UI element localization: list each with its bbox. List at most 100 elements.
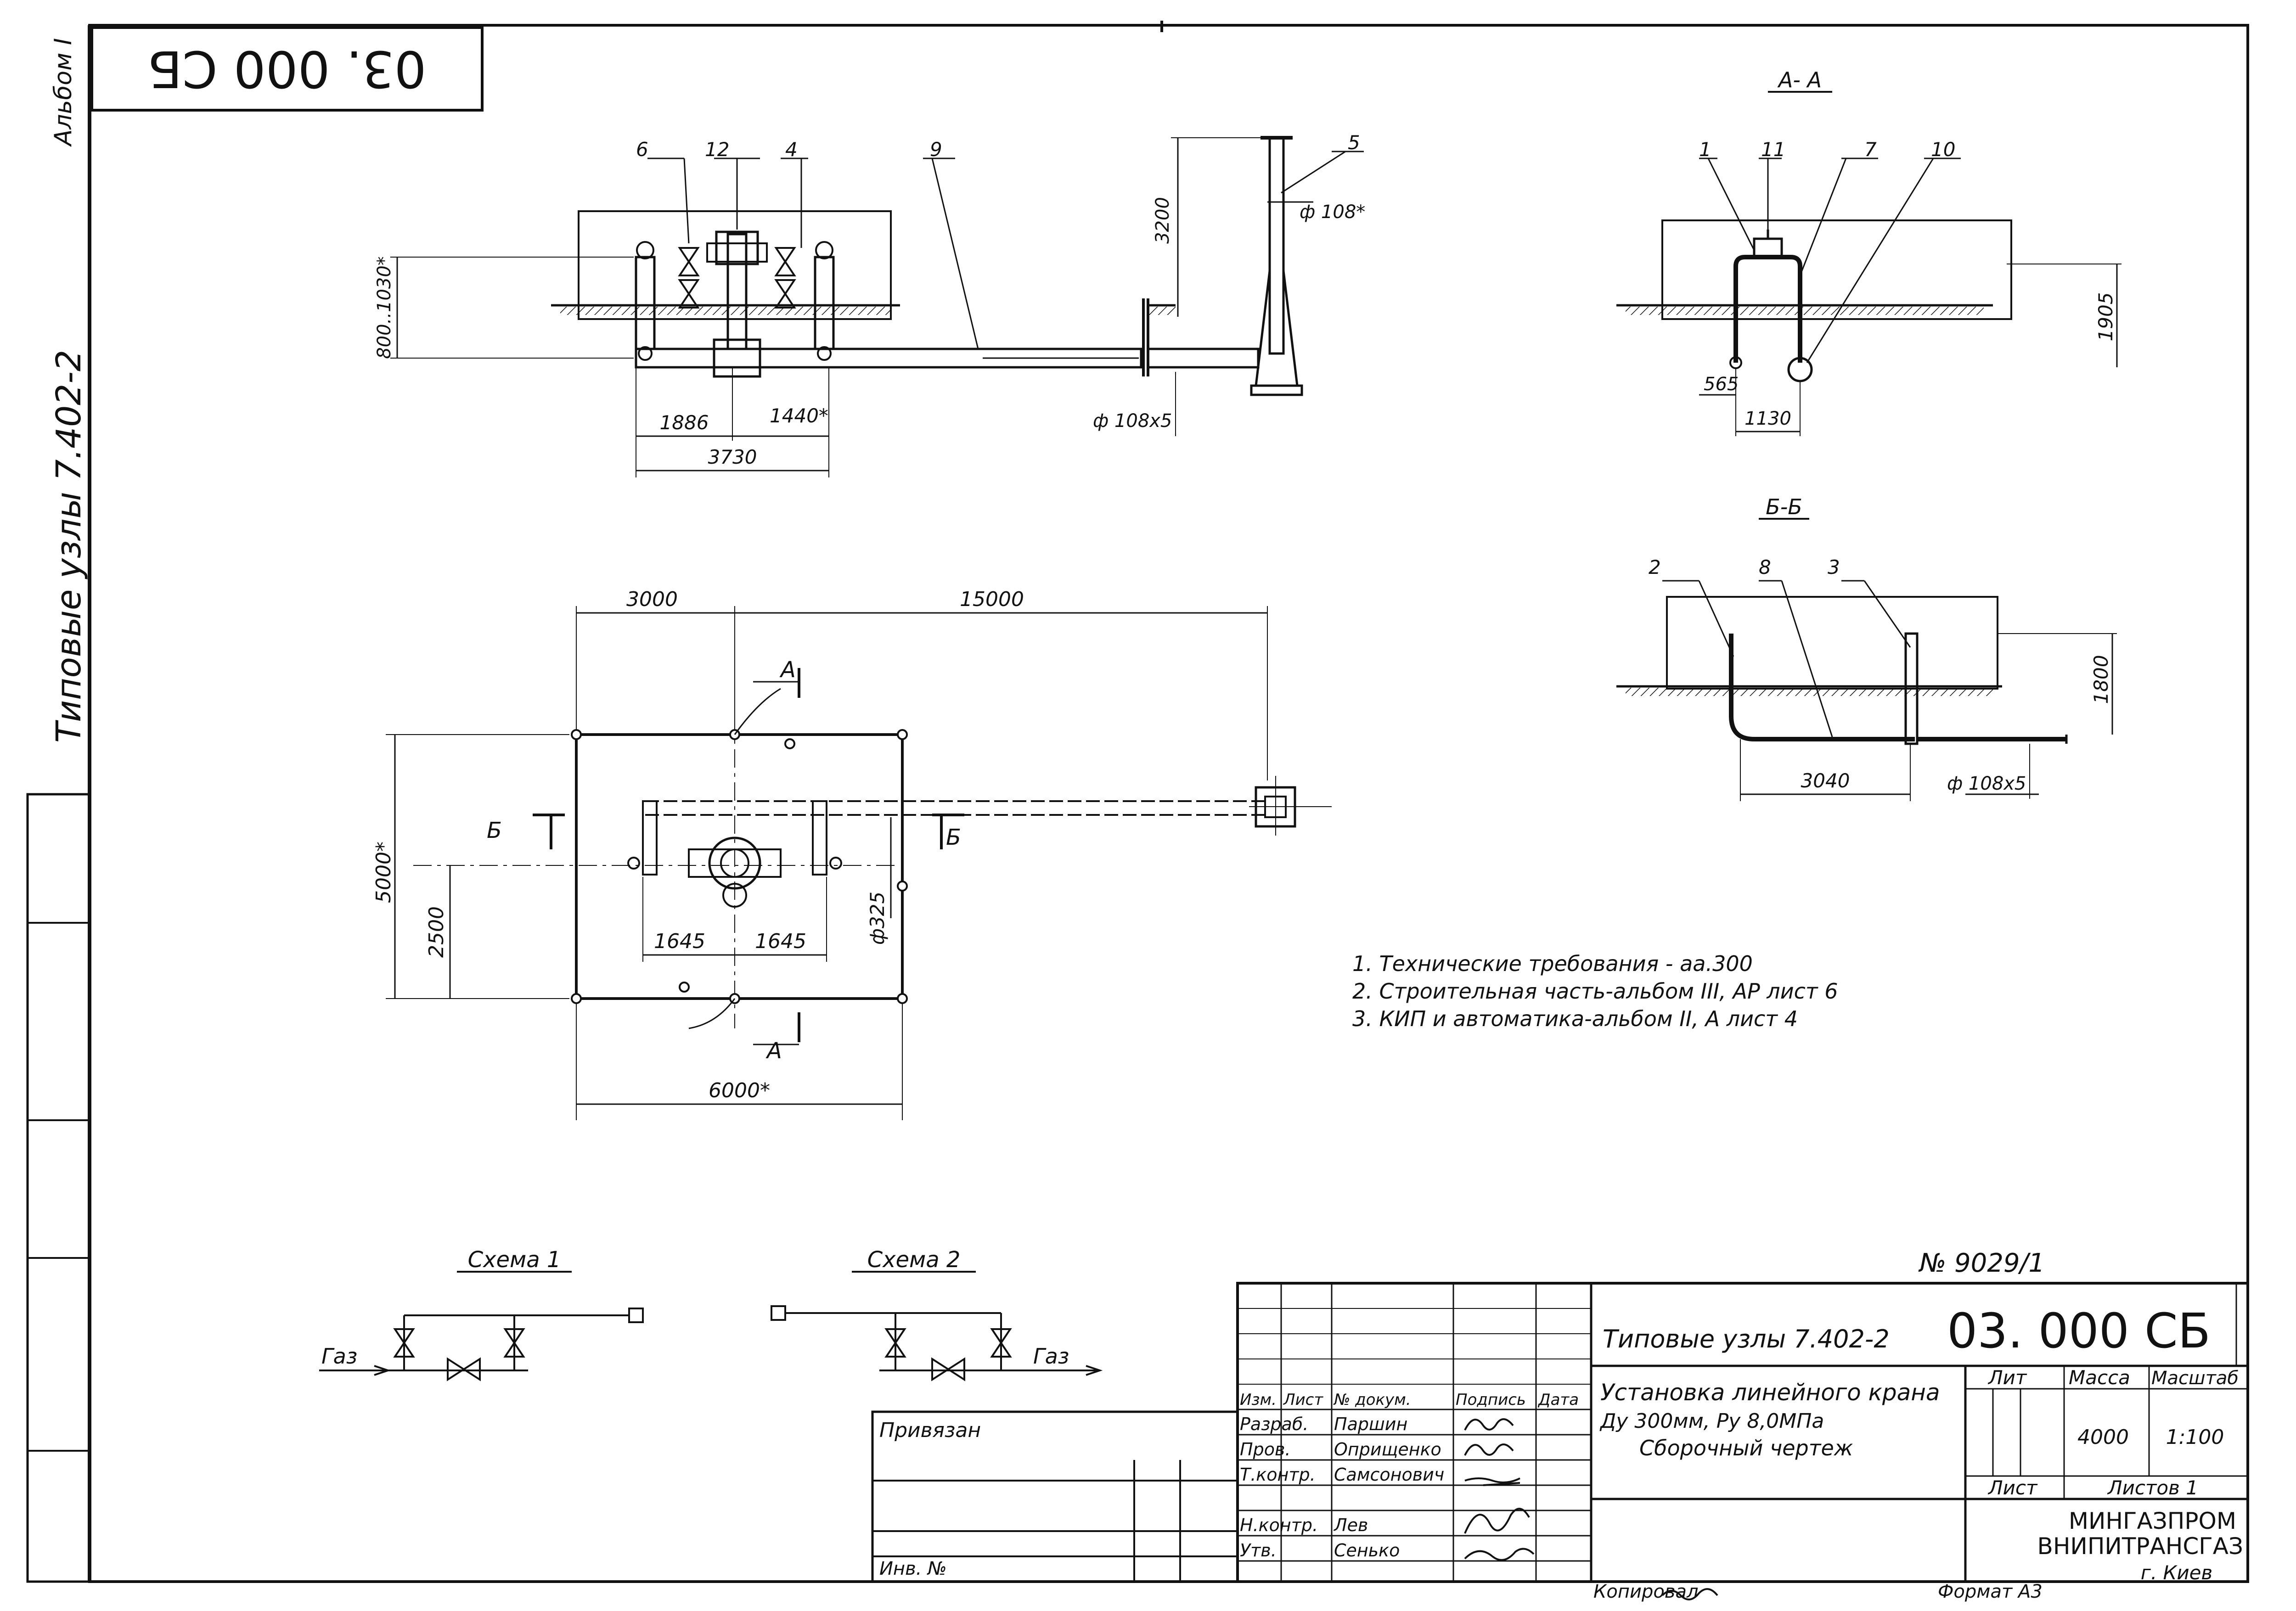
section-mark-b-left: Б [487, 818, 502, 843]
callout-12: 12 [705, 138, 729, 161]
tb-role-6: Утв. [1240, 1540, 1277, 1560]
scheme-1-labels: Схема 1 Газ [321, 1247, 561, 1369]
title-block-text: Типовые узлы 7.402-2 03. 000 СБ Установк… [879, 1303, 2243, 1602]
section-a-a-labels: А- А 1 11 7 10 1905 565 1130 [1699, 67, 2117, 429]
dim-depth: 800..1030* [374, 256, 395, 359]
tb-mass-label: Масса [2069, 1366, 2130, 1389]
dim-1645-left: 1645 [654, 930, 705, 953]
front-view-labels: 6 12 4 9 5 800..1030* 1886 1440* 3730 32… [374, 131, 1365, 468]
callout-7: 7 [1864, 138, 1877, 161]
plan-view-labels: 3000 15000 5000* 2500 1645 1645 ф325 600… [372, 588, 1024, 1102]
dim-phi108x5-bb: ф 108х5 [1947, 773, 2026, 794]
dim-phi325: ф325 [866, 892, 889, 945]
section-a-a-title: А- А [1777, 67, 1822, 92]
tb-privyazan: Привязан [879, 1419, 981, 1442]
tb-series: Типовые узлы 7.402-2 [1603, 1325, 1890, 1353]
tb-org-2: ВНИПИТРАНСГАЗ [2037, 1533, 2243, 1560]
scheme-1-gas: Газ [321, 1344, 357, 1369]
tb-name-row-6: Сенько [1334, 1540, 1400, 1560]
section-b-b-title: Б-Б [1766, 494, 1802, 519]
tb-h-ndoc: № докум. [1333, 1391, 1411, 1409]
dim-phi108x5: ф 108х5 [1093, 410, 1172, 432]
plan-view [386, 606, 1332, 1120]
callout-4: 4 [785, 138, 798, 161]
dim-1800: 1800 [2090, 655, 2112, 704]
callout-3: 3 [1828, 556, 1840, 578]
tb-copied: Копировал [1593, 1581, 1699, 1602]
dim-3040: 3040 [1801, 769, 1850, 792]
dim-1905: 1905 [2094, 292, 2117, 342]
scheme-1-title: Схема 1 [468, 1247, 561, 1273]
section-b-b-labels: Б-Б 2 8 3 1800 3040 ф 108х5 [1649, 494, 2112, 794]
dim-3000: 3000 [626, 588, 678, 611]
note-3: 3. КИП и автоматика-альбом II, А лист 4 [1352, 1006, 1798, 1031]
dim-565: 565 [1704, 374, 1739, 395]
tb-scale: 1:100 [2166, 1426, 2224, 1449]
section-a-a [1616, 91, 2122, 436]
section-mark-a-top: А [779, 657, 796, 683]
dim-1130: 1130 [1745, 408, 1791, 429]
tb-format: Формат А3 [1938, 1581, 2043, 1602]
section-b-b [1616, 518, 2117, 801]
title-block-grid [871, 1282, 2249, 1583]
tb-h-izm: Изм. [1240, 1391, 1277, 1409]
dim-1440: 1440* [770, 404, 828, 427]
section-mark-a-bottom: А [765, 1038, 782, 1064]
callout-11: 11 [1761, 138, 1785, 161]
scheme-2-gas: Газ [1033, 1344, 1069, 1369]
dim-3200: 3200 [1152, 197, 1173, 244]
tb-org-3: г. Киев [2141, 1561, 2212, 1584]
tb-sheets-label: Листов 1 [2107, 1476, 2198, 1499]
dim-1645-right: 1645 [755, 930, 806, 953]
dim-5000: 5000* [372, 842, 395, 903]
note-1: 1. Технические требования - аа.300 [1352, 951, 1753, 976]
tb-name-3: Сборочный чертеж [1639, 1436, 1853, 1460]
album-label: Альбом I [50, 38, 77, 147]
tb-role-2: Пров. [1240, 1439, 1290, 1459]
callout-1: 1 [1699, 138, 1711, 161]
tb-name-row-3: Самсонович [1334, 1465, 1444, 1485]
dim-15000: 15000 [960, 588, 1024, 611]
front-view [390, 136, 1364, 477]
tb-scale-label: Масштаб [2151, 1368, 2239, 1389]
tb-h-data: Дата [1537, 1391, 1579, 1409]
dim-6000: 6000* [709, 1079, 770, 1102]
scheme-2 [771, 1271, 1103, 1381]
dim-3730: 3730 [708, 446, 757, 468]
tb-sheet-label: Лист [1987, 1476, 2038, 1499]
note-2: 2. Строительная часть-альбом III, АР лис… [1352, 979, 1838, 1004]
sheet-code-rotated: 03. 000 СБ [147, 39, 426, 98]
scheme-1 [319, 1271, 644, 1381]
tb-role-3: Т.контр. [1240, 1465, 1316, 1485]
tb-name-row-1: Паршин [1334, 1414, 1407, 1434]
notes: 1. Технические требования - аа.300 2. Ст… [1352, 951, 1838, 1031]
callout-2: 2 [1649, 556, 1661, 578]
signatures [1464, 1418, 1718, 1600]
tb-role-1: Разраб. [1240, 1414, 1308, 1434]
tb-h-list: Лист [1283, 1391, 1323, 1409]
section-mark-b-right: Б [946, 825, 961, 850]
callout-8: 8 [1759, 556, 1771, 578]
tb-name-row-2: Оприщенко [1334, 1439, 1441, 1459]
dim-phi108: ф 108* [1300, 202, 1365, 223]
tb-inv: Инв. № [879, 1558, 947, 1579]
callout-9: 9 [930, 138, 942, 161]
tb-lit-label: Лит [1987, 1366, 2027, 1389]
callout-5: 5 [1348, 131, 1360, 154]
tb-org-1: МИНГАЗПРОМ [2069, 1508, 2236, 1534]
dim-1886: 1886 [660, 411, 709, 434]
series-side-label: Типовые узлы 7.402-2 [49, 350, 89, 743]
doc-number: № 9029/1 [1918, 1248, 2045, 1278]
dim-2500: 2500 [425, 906, 448, 958]
tb-name-row-5: Лев [1333, 1515, 1368, 1535]
scheme-2-title: Схема 2 [867, 1247, 961, 1273]
tb-h-podpis: Подпись [1456, 1391, 1526, 1409]
callout-10: 10 [1931, 138, 1955, 161]
tb-name-1: Установка линейного крана [1600, 1379, 1940, 1406]
left-side-strip: Альбом I Типовые узлы 7.402-2 [26, 38, 91, 1583]
tb-mass: 4000 [2077, 1426, 2129, 1449]
tb-code: 03. 000 СБ [1947, 1303, 2211, 1359]
callout-6: 6 [636, 138, 648, 161]
scheme-2-labels: Схема 2 Газ [867, 1247, 1069, 1369]
